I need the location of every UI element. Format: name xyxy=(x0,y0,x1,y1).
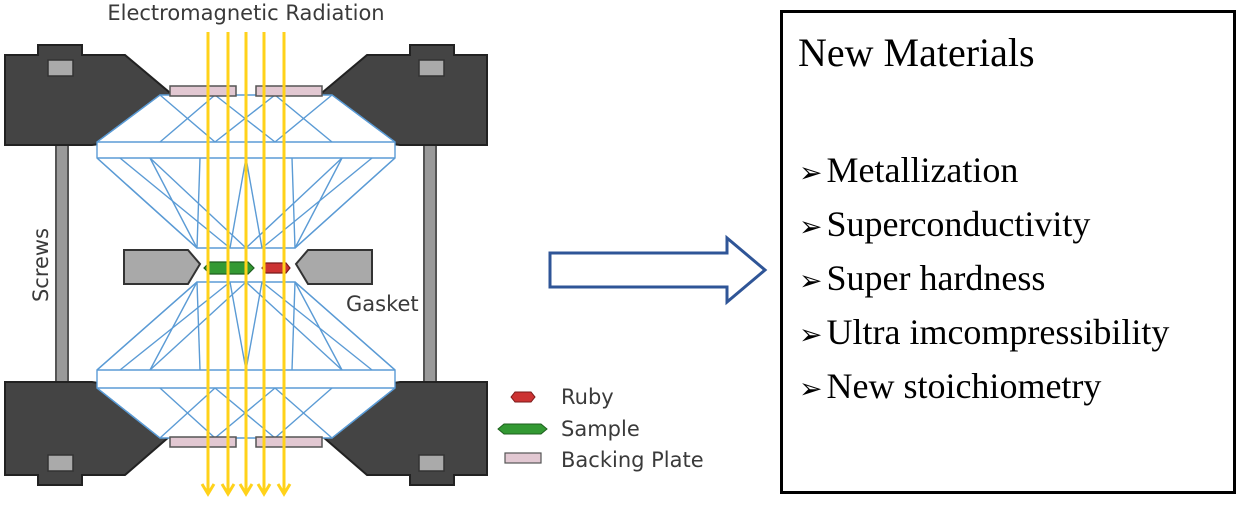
list-item: ➢Superconductivity xyxy=(799,199,1169,253)
radiation-beams xyxy=(200,32,292,497)
arrow-bullet-icon: ➢ xyxy=(799,320,823,351)
legend-ruby-swatch xyxy=(510,391,536,403)
legend-backing-plate-label: Backing Plate xyxy=(561,448,704,472)
legend-backing-plate-swatch xyxy=(504,452,542,464)
radiation-label: Electromagnetic Radiation xyxy=(107,1,384,25)
new-materials-box: New Materials ➢Metallization ➢Supercondu… xyxy=(780,10,1236,494)
gasket-label: Gasket xyxy=(346,292,419,316)
arrow-bullet-icon: ➢ xyxy=(799,266,823,297)
legend-ruby-label: Ruby xyxy=(561,385,614,409)
legend-sample-swatch xyxy=(497,423,548,435)
materials-item-label: Ultra imcompressibility xyxy=(826,312,1170,352)
materials-item-label: Super hardness xyxy=(826,258,1046,298)
list-item: ➢Ultra imcompressibility xyxy=(799,307,1169,361)
backing-plate-top-left xyxy=(169,85,237,97)
materials-title: New Materials xyxy=(798,30,1035,75)
materials-item-label: Superconductivity xyxy=(826,204,1091,244)
gasket-left xyxy=(123,249,202,285)
list-item: ➢Metallization xyxy=(799,145,1169,199)
legend: Ruby Sample Backing Plate xyxy=(497,385,704,472)
list-item: ➢New stoichiometry xyxy=(799,361,1169,415)
arrow-bullet-icon: ➢ xyxy=(799,212,823,243)
gasket-right xyxy=(294,249,373,285)
backing-plate-top-right xyxy=(255,85,323,97)
backing-plate-bottom-right xyxy=(255,436,323,448)
left-screw xyxy=(55,144,69,386)
materials-item-label: New stoichiometry xyxy=(826,366,1102,406)
arrow-icon xyxy=(548,234,768,306)
arrow-bullet-icon: ➢ xyxy=(799,158,823,189)
materials-list: ➢Metallization ➢Superconductivity ➢Super… xyxy=(799,145,1169,415)
legend-sample-label: Sample xyxy=(561,417,640,441)
right-screw xyxy=(423,144,437,386)
list-item: ➢Super hardness xyxy=(799,253,1169,307)
arrow-bullet-icon: ➢ xyxy=(799,374,823,405)
materials-item-label: Metallization xyxy=(826,150,1019,190)
ruby-marker xyxy=(261,262,291,274)
screws-label: Screws xyxy=(29,228,53,302)
backing-plate-bottom-left xyxy=(169,436,237,448)
